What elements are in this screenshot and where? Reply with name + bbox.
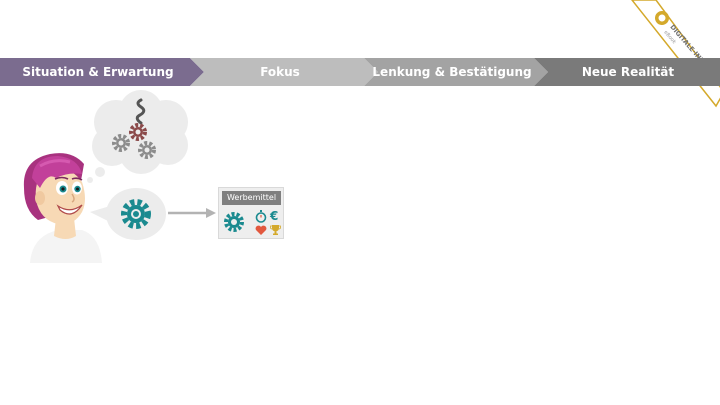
trophy-icon [270,225,281,235]
heart-icon [255,225,267,235]
step-situation[interactable]: Situation & Erwartung [0,58,196,86]
smoke-icon [135,98,146,125]
gear-icon [112,134,130,152]
arrow-right-icon [168,208,216,218]
card-title: Werbemittel [222,191,281,205]
gear-icon [224,212,244,232]
step-shape-3 [364,58,548,86]
digitale-inhalte-badge: DIGITALE·INHALTE eBook [631,0,720,108]
step-label: Fokus [260,65,300,79]
process-bar-shapes [0,58,720,86]
process-bar: Situation & Erwartung Fokus Lenkung & Be… [0,58,720,86]
eye-icon [72,181,82,195]
step-shape-1 [0,58,204,86]
thought-cloud [87,90,188,183]
eye-icon [56,181,68,195]
woman-avatar [23,153,102,263]
euro-icon: € [270,209,279,223]
gear-icon [138,141,156,159]
step-fokus[interactable]: Fokus [196,58,364,86]
step-neue-realitaet[interactable]: Neue Realität [540,58,716,86]
gear-icon [129,123,147,141]
step-shape-2 [190,58,378,86]
step-label: Lenkung & Bestätigung [372,65,532,79]
step-shape-4 [534,58,720,86]
speech-bubble [90,188,166,240]
step-lenkung[interactable]: Lenkung & Bestätigung [370,58,534,86]
step-label: Neue Realität [581,65,675,79]
gear-icon [121,199,151,229]
werbemittel-card[interactable]: Werbemittel € [218,187,284,239]
stopwatch-icon [255,210,267,223]
step-label: Situation & Erwartung [22,65,174,79]
